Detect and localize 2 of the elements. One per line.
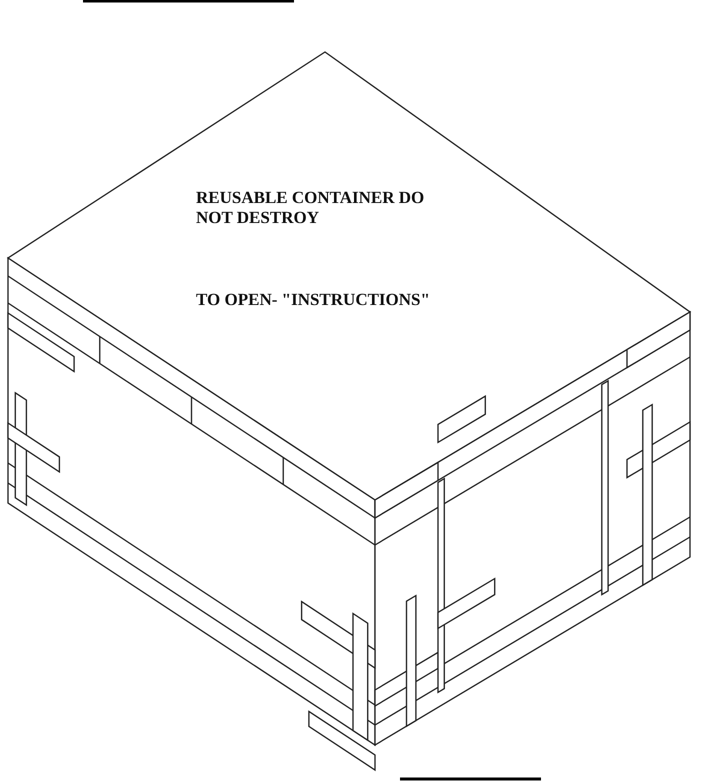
stencil-text: REUSABLE CONTAINER DO NOT DESTROY — [196, 188, 426, 228]
stencil-text: TO OPEN- "INSTRUCTIONS" — [196, 290, 431, 310]
